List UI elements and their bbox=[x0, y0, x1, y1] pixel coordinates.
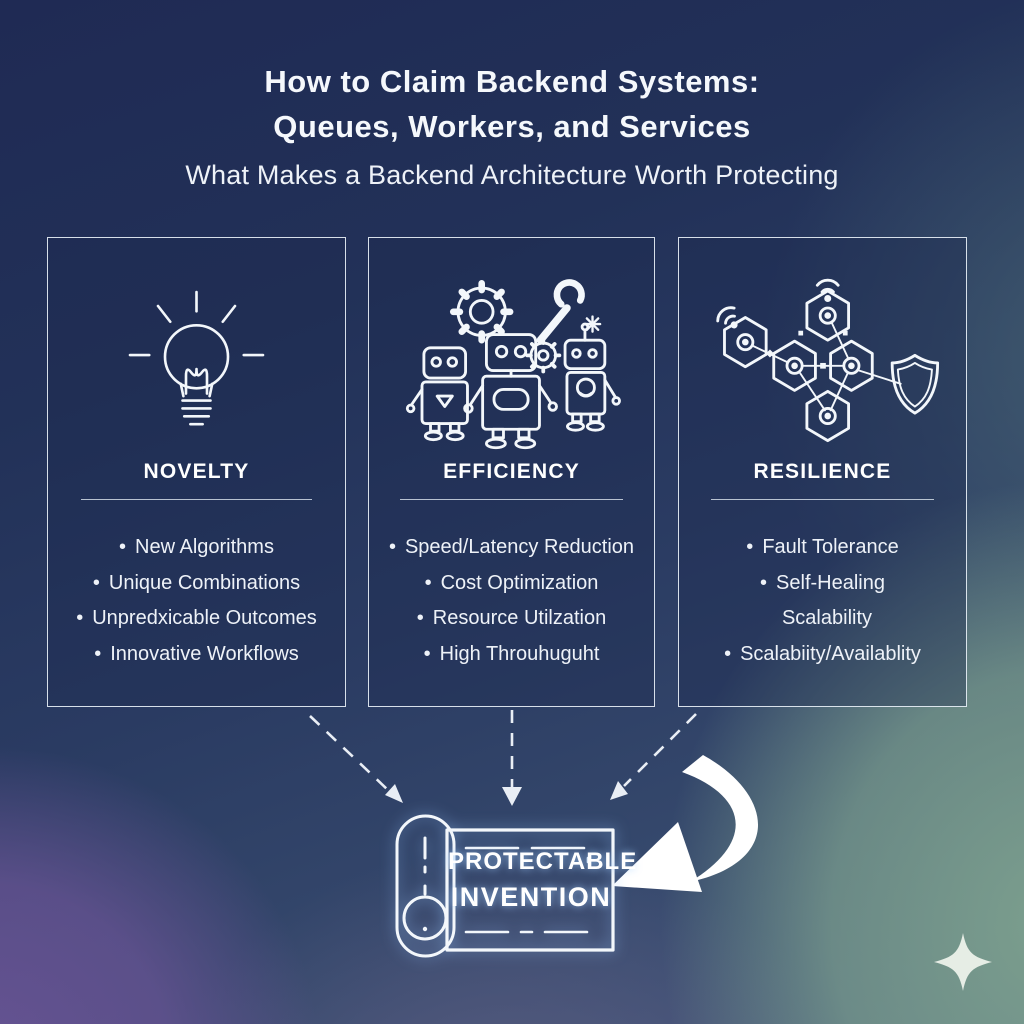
list-item: •Scalabiity/Availablity bbox=[724, 642, 921, 665]
card-novelty: NOVELTY •New Algorithms •Unique Combinat… bbox=[47, 237, 346, 707]
divider bbox=[80, 499, 313, 500]
list-item: •Speed/Latency Reduction bbox=[388, 536, 635, 558]
efficiency-item-list: •Speed/Latency Reduction •Cost Optimizat… bbox=[369, 530, 654, 672]
divider bbox=[710, 499, 935, 500]
card-resilience: RESILIENCE •Fault Tolerance •Self-Healin… bbox=[678, 237, 967, 707]
page-subtitle: What Makes a Backend Architecture Worth … bbox=[185, 160, 839, 190]
header: How to Claim Backend Systems: Queues, Wo… bbox=[0, 66, 1024, 191]
card-resilience-heading: RESILIENCE bbox=[753, 460, 892, 483]
page-title-line-1: How to Claim Backend Systems: bbox=[264, 64, 760, 99]
list-item: •New Algorithms bbox=[119, 536, 274, 558]
divider bbox=[400, 499, 623, 500]
page-title-line-2: Queues, Workers, and Services bbox=[273, 109, 751, 144]
scroll-icon bbox=[395, 814, 615, 958]
outcome-label-line-2: INVENTION bbox=[450, 882, 612, 912]
card-novelty-heading: NOVELTY bbox=[143, 460, 250, 483]
list-item: •Innovative Workflows bbox=[94, 642, 299, 665]
card-efficiency-heading: EFFICIENCY bbox=[443, 460, 580, 483]
outcome-label-line-1: PROTECTABLE bbox=[448, 848, 638, 875]
dashed-arrow-left bbox=[309, 715, 403, 803]
list-item: •Unpredxicable Outcomes bbox=[76, 607, 317, 629]
list-item: •High Throuhuguht bbox=[423, 642, 600, 665]
list-item: •Unique Combinations bbox=[92, 571, 301, 594]
list-item: •Cost Optimization bbox=[424, 571, 599, 594]
list-item: •Resource Utilzation bbox=[416, 607, 607, 629]
novelty-item-list: •New Algorithms •Unique Combinations •Un… bbox=[48, 530, 345, 672]
list-item: Scalability bbox=[781, 607, 873, 629]
robots-gears-icon bbox=[397, 264, 627, 460]
list-item: •Fault Tolerance bbox=[746, 536, 899, 558]
sparkle-icon bbox=[934, 933, 992, 991]
dashed-arrow-right bbox=[610, 713, 697, 800]
card-efficiency: EFFICIENCY •Speed/Latency Reduction •Cos… bbox=[368, 237, 655, 707]
dashed-arrow-middle bbox=[502, 710, 522, 806]
list-item: •Self-Healing bbox=[760, 571, 885, 594]
lightbulb-icon bbox=[109, 264, 284, 460]
resilience-item-list: •Fault Tolerance •Self-Healing Scalabili… bbox=[679, 530, 966, 672]
network-shield-icon bbox=[698, 264, 948, 460]
